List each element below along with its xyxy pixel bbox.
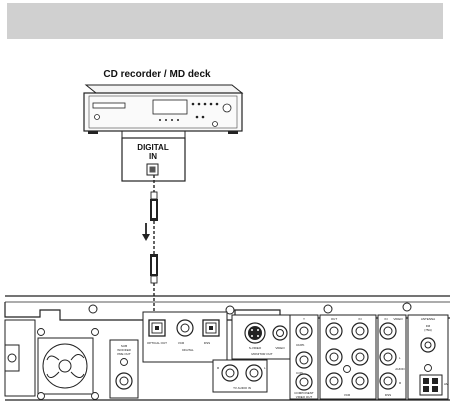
svg-text:S-VIDEO: S-VIDEO: [249, 346, 262, 350]
svg-text:VCR: VCR: [178, 341, 185, 345]
svg-text:SUB: SUB: [121, 344, 127, 348]
svg-text:FM: FM: [426, 324, 431, 328]
antenna-terminals: ANTENNA FM (75Ω) AM: [407, 314, 449, 400]
digital-in-jacks: OPTICAL OUT VCR DSS DIGITAL: [142, 311, 228, 363]
svg-text:DSS: DSS: [385, 393, 391, 397]
device-title: CD recorder / MD deck: [103, 69, 211, 80]
svg-text:TV AUDIO IN: TV AUDIO IN: [233, 386, 251, 390]
component-video-out-jacks: Y Cb/Pb Cr/Pr COMPONENT VIDEO OUT: [289, 314, 319, 400]
direction-arrow-icon: [142, 223, 150, 241]
svg-text:AUDIO: AUDIO: [395, 367, 405, 371]
svg-text:VIDEO: VIDEO: [393, 317, 403, 321]
svg-text:R: R: [399, 381, 402, 385]
svg-text:AM: AM: [444, 382, 449, 386]
receiver-rear-panel: SUB WOOFER PRE OUT OPTICAL OUT VCR DSS D…: [4, 295, 450, 401]
svg-text:Cr/Pr: Cr/Pr: [296, 371, 303, 375]
svg-text:Y: Y: [303, 317, 305, 321]
svg-text:MONITOR OUT: MONITOR OUT: [251, 352, 272, 356]
optical-cable: [150, 175, 158, 312]
dss-jacks: IN VIDEO L R AUDIO DSS: [377, 314, 407, 400]
svg-text:OUT: OUT: [331, 317, 338, 321]
vcr-jacks: OUT IN VCR: [319, 314, 377, 400]
svg-text:L: L: [264, 366, 266, 370]
svg-text:ANTENNA: ANTENNA: [421, 317, 435, 321]
svg-text:PRE OUT: PRE OUT: [117, 352, 131, 356]
svg-text:R: R: [217, 366, 220, 370]
svg-text:Cb/Pb: Cb/Pb: [296, 343, 305, 347]
digital-in-callout: DIGITAL IN: [121, 131, 186, 182]
svg-text:DIGITAL: DIGITAL: [182, 348, 194, 352]
digital-in-label-2: IN: [149, 152, 157, 161]
svg-text:VIDEO OUT: VIDEO OUT: [296, 395, 313, 399]
header-bar: [7, 3, 443, 39]
tv-audio-in-jacks: R L TV AUDIO IN: [212, 359, 268, 393]
cd-recorder-md-deck: [83, 84, 244, 134]
cooling-fan-icon: [37, 328, 99, 400]
svg-text:COMPONENT: COMPONENT: [294, 391, 314, 395]
monitor-out-jacks: S-VIDEO VIDEO MONITOR OUT: [231, 314, 293, 360]
svg-text:VIDEO: VIDEO: [275, 346, 285, 350]
svg-text:IN: IN: [359, 317, 362, 321]
optical-out-label: OPTICAL OUT: [147, 341, 167, 345]
svg-text:L: L: [399, 356, 401, 360]
svg-text:IN: IN: [385, 317, 388, 321]
power-button-icon: [94, 114, 100, 120]
digital-in-label: DIGITAL: [137, 143, 169, 152]
subwoofer-pre-out-jack: SUB WOOFER PRE OUT: [109, 339, 139, 399]
svg-text:DSS: DSS: [204, 341, 210, 345]
svg-text:WOOFER: WOOFER: [117, 348, 131, 352]
svg-text:VCR: VCR: [344, 393, 351, 397]
svg-text:(75Ω): (75Ω): [424, 328, 432, 332]
